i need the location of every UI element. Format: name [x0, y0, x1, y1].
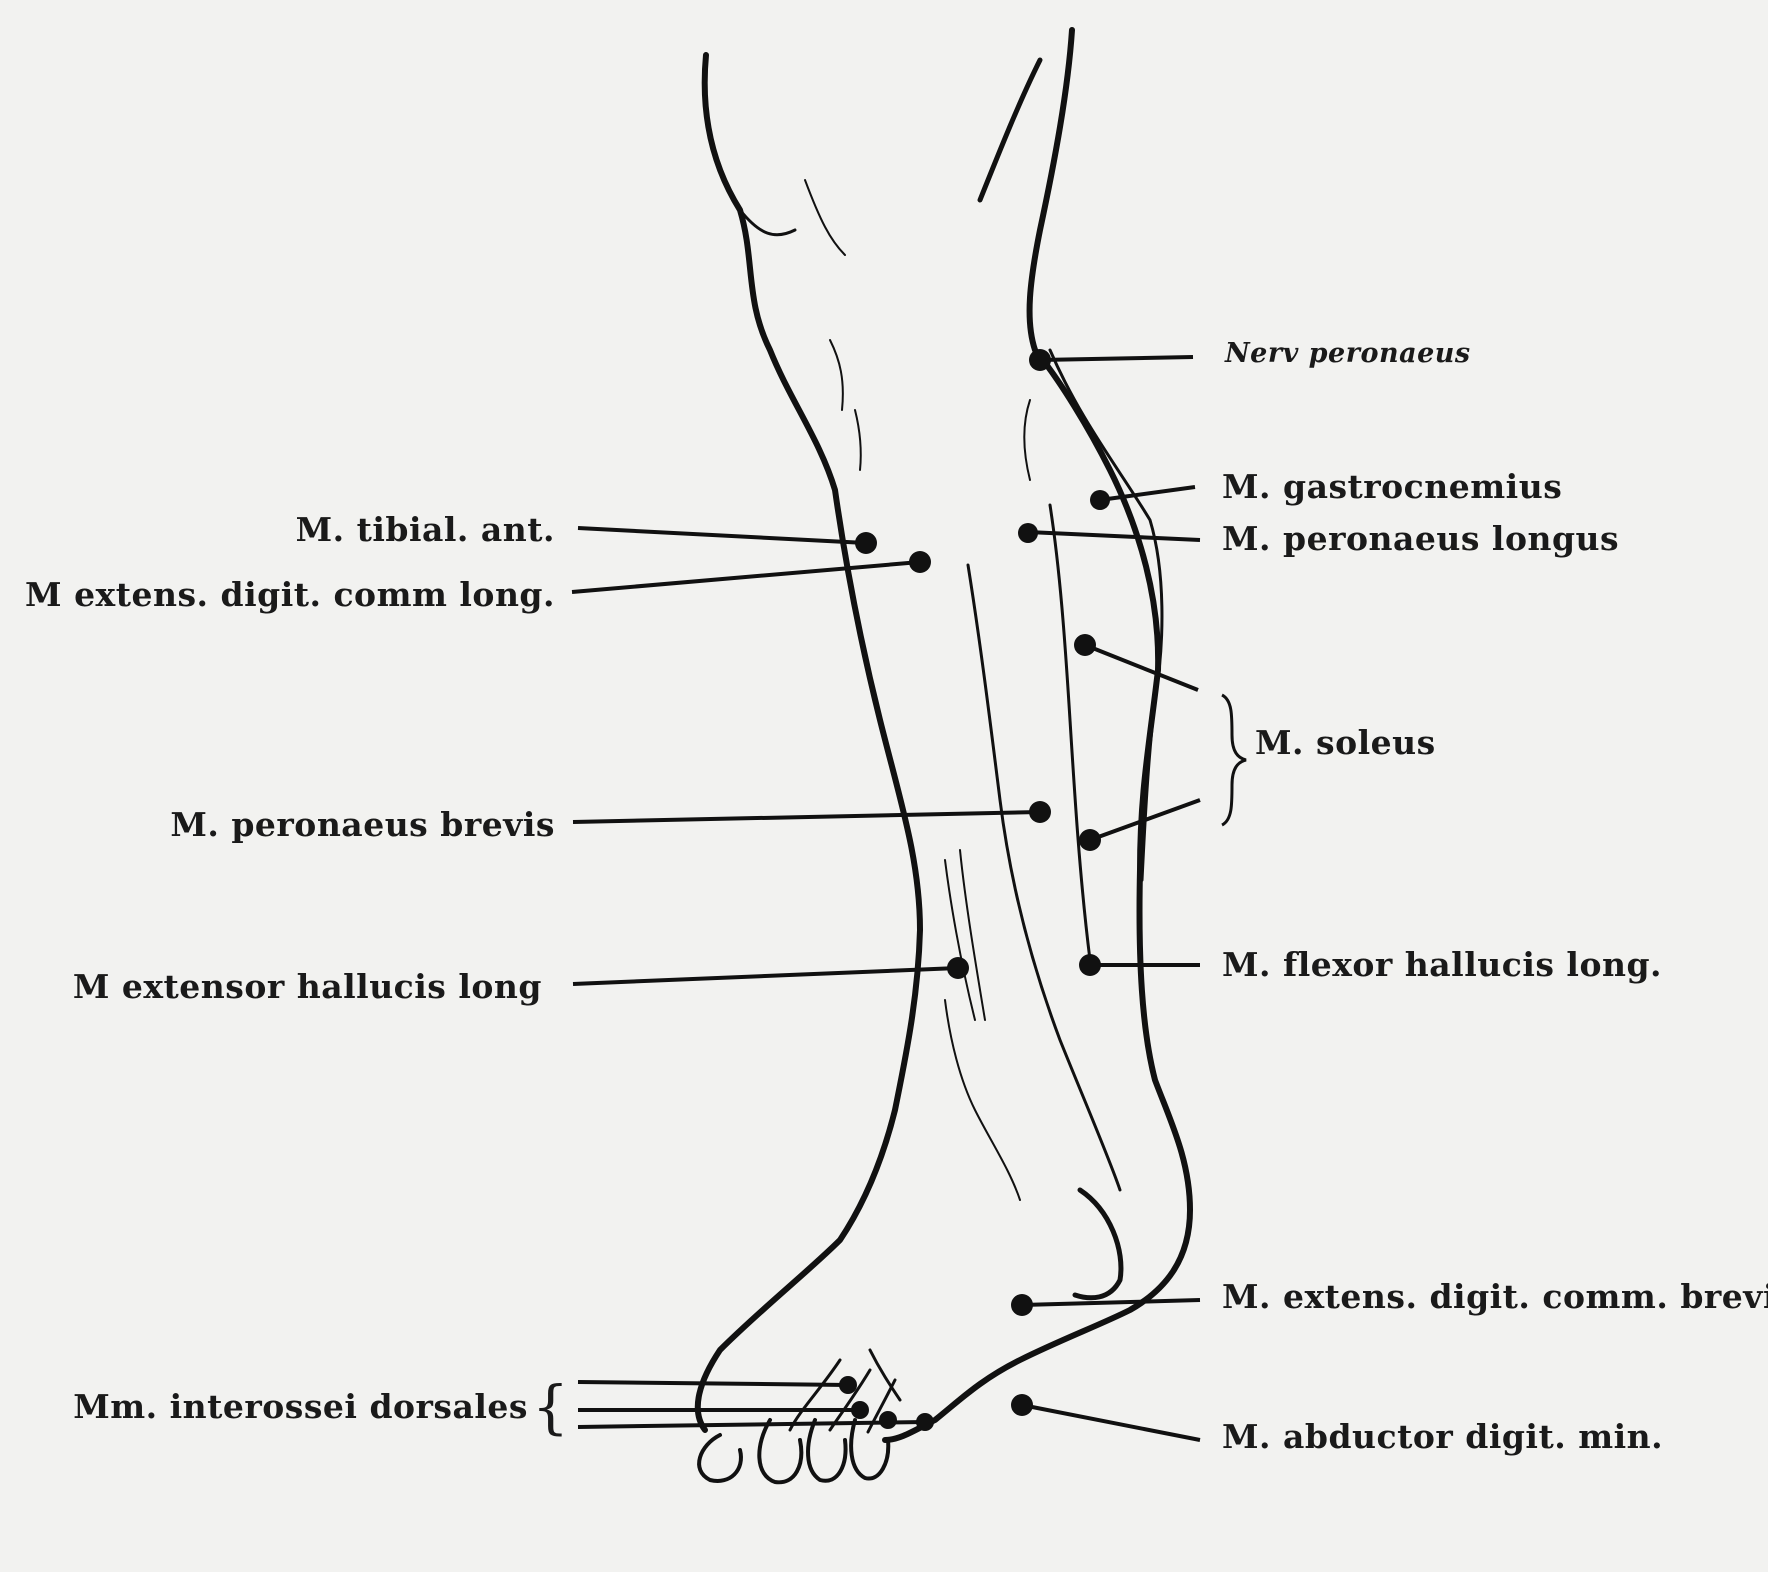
toe-1	[699, 1435, 741, 1481]
label-tibial-ant: M. tibial. ant.	[296, 513, 555, 546]
fibula-line	[1050, 505, 1090, 960]
dot-interossei-3	[879, 1411, 897, 1429]
leader-soleus-upper	[1085, 645, 1198, 690]
dot-extens-digit-brevis	[1011, 1294, 1033, 1316]
label-peronaeus-brevis: M. peronaeus brevis	[170, 808, 555, 841]
ankle-line-1	[945, 860, 975, 1020]
toe-2	[759, 1420, 801, 1482]
leader-nerv-peronaeus	[1040, 357, 1193, 360]
label-interossei: Mm. interossei dorsales	[73, 1390, 528, 1423]
soleus-bracket	[1222, 695, 1246, 825]
interossei-brace: {	[532, 1378, 569, 1436]
leader-abductor-digit	[1022, 1405, 1200, 1440]
dot-soleus-lower	[1079, 829, 1101, 851]
dot-nerv-peronaeus	[1029, 349, 1051, 371]
shin-hatch	[945, 1000, 1020, 1200]
leader-extensor-hallucis	[573, 968, 958, 984]
leader-interossei-1	[578, 1382, 848, 1385]
leader-interossei-3	[578, 1422, 925, 1427]
label-extens-digit-long: M extens. digit. comm long.	[25, 578, 555, 611]
label-extens-digit-brevis: M. extens. digit. comm. brevis	[1222, 1280, 1768, 1313]
leader-extens-digit-brevis	[1022, 1300, 1200, 1305]
leader-gastrocnemius	[1100, 487, 1195, 500]
label-extensor-hallucis: M extensor hallucis long	[73, 970, 542, 1003]
dot-gastrocnemius	[1090, 490, 1110, 510]
dot-soleus-upper	[1074, 634, 1096, 656]
ankle-line-2	[960, 850, 985, 1020]
ankle-curve	[1075, 1190, 1121, 1298]
leader-tibial-ant	[578, 528, 866, 543]
tibia-line	[968, 565, 1120, 1190]
dot-interossei-4	[916, 1413, 934, 1431]
leg-outline-back	[885, 30, 1190, 1440]
label-peronaeus-longus: M. peronaeus longus	[1222, 522, 1619, 555]
knee-detail-1	[740, 210, 795, 235]
knee-detail-4	[855, 410, 861, 470]
dot-abductor-digit	[1011, 1394, 1033, 1416]
foot-top	[870, 1350, 900, 1400]
knee-detail-6	[1024, 400, 1030, 480]
knee-detail-5	[980, 60, 1040, 200]
leader-extens-digit-long	[572, 562, 920, 592]
soleus-contour	[1050, 350, 1162, 880]
knee-detail-2	[805, 180, 845, 255]
dot-interossei-1	[839, 1376, 857, 1394]
dot-extens-digit-long	[909, 551, 931, 573]
toe-3	[808, 1420, 845, 1481]
label-gastrocnemius: M. gastrocnemius	[1222, 470, 1562, 503]
dot-peronaeus-brevis	[1029, 801, 1051, 823]
dot-interossei-2	[851, 1401, 869, 1419]
leader-peronaeus-brevis	[573, 812, 1040, 822]
dot-peronaeus-longus	[1018, 523, 1038, 543]
label-soleus: M. soleus	[1255, 726, 1436, 759]
dot-tibial-ant	[855, 532, 877, 554]
label-flexor-hallucis: M. flexor hallucis long.	[1222, 948, 1662, 981]
knee-detail-3	[830, 340, 843, 410]
label-nerv-peronaeus: Nerv peronaeus	[1225, 340, 1471, 367]
leg-outline-front	[698, 55, 920, 1430]
dot-flexor-hallucis	[1079, 954, 1101, 976]
label-abductor-digit-min: M. abductor digit. min.	[1222, 1420, 1663, 1453]
dot-extensor-hallucis	[947, 957, 969, 979]
